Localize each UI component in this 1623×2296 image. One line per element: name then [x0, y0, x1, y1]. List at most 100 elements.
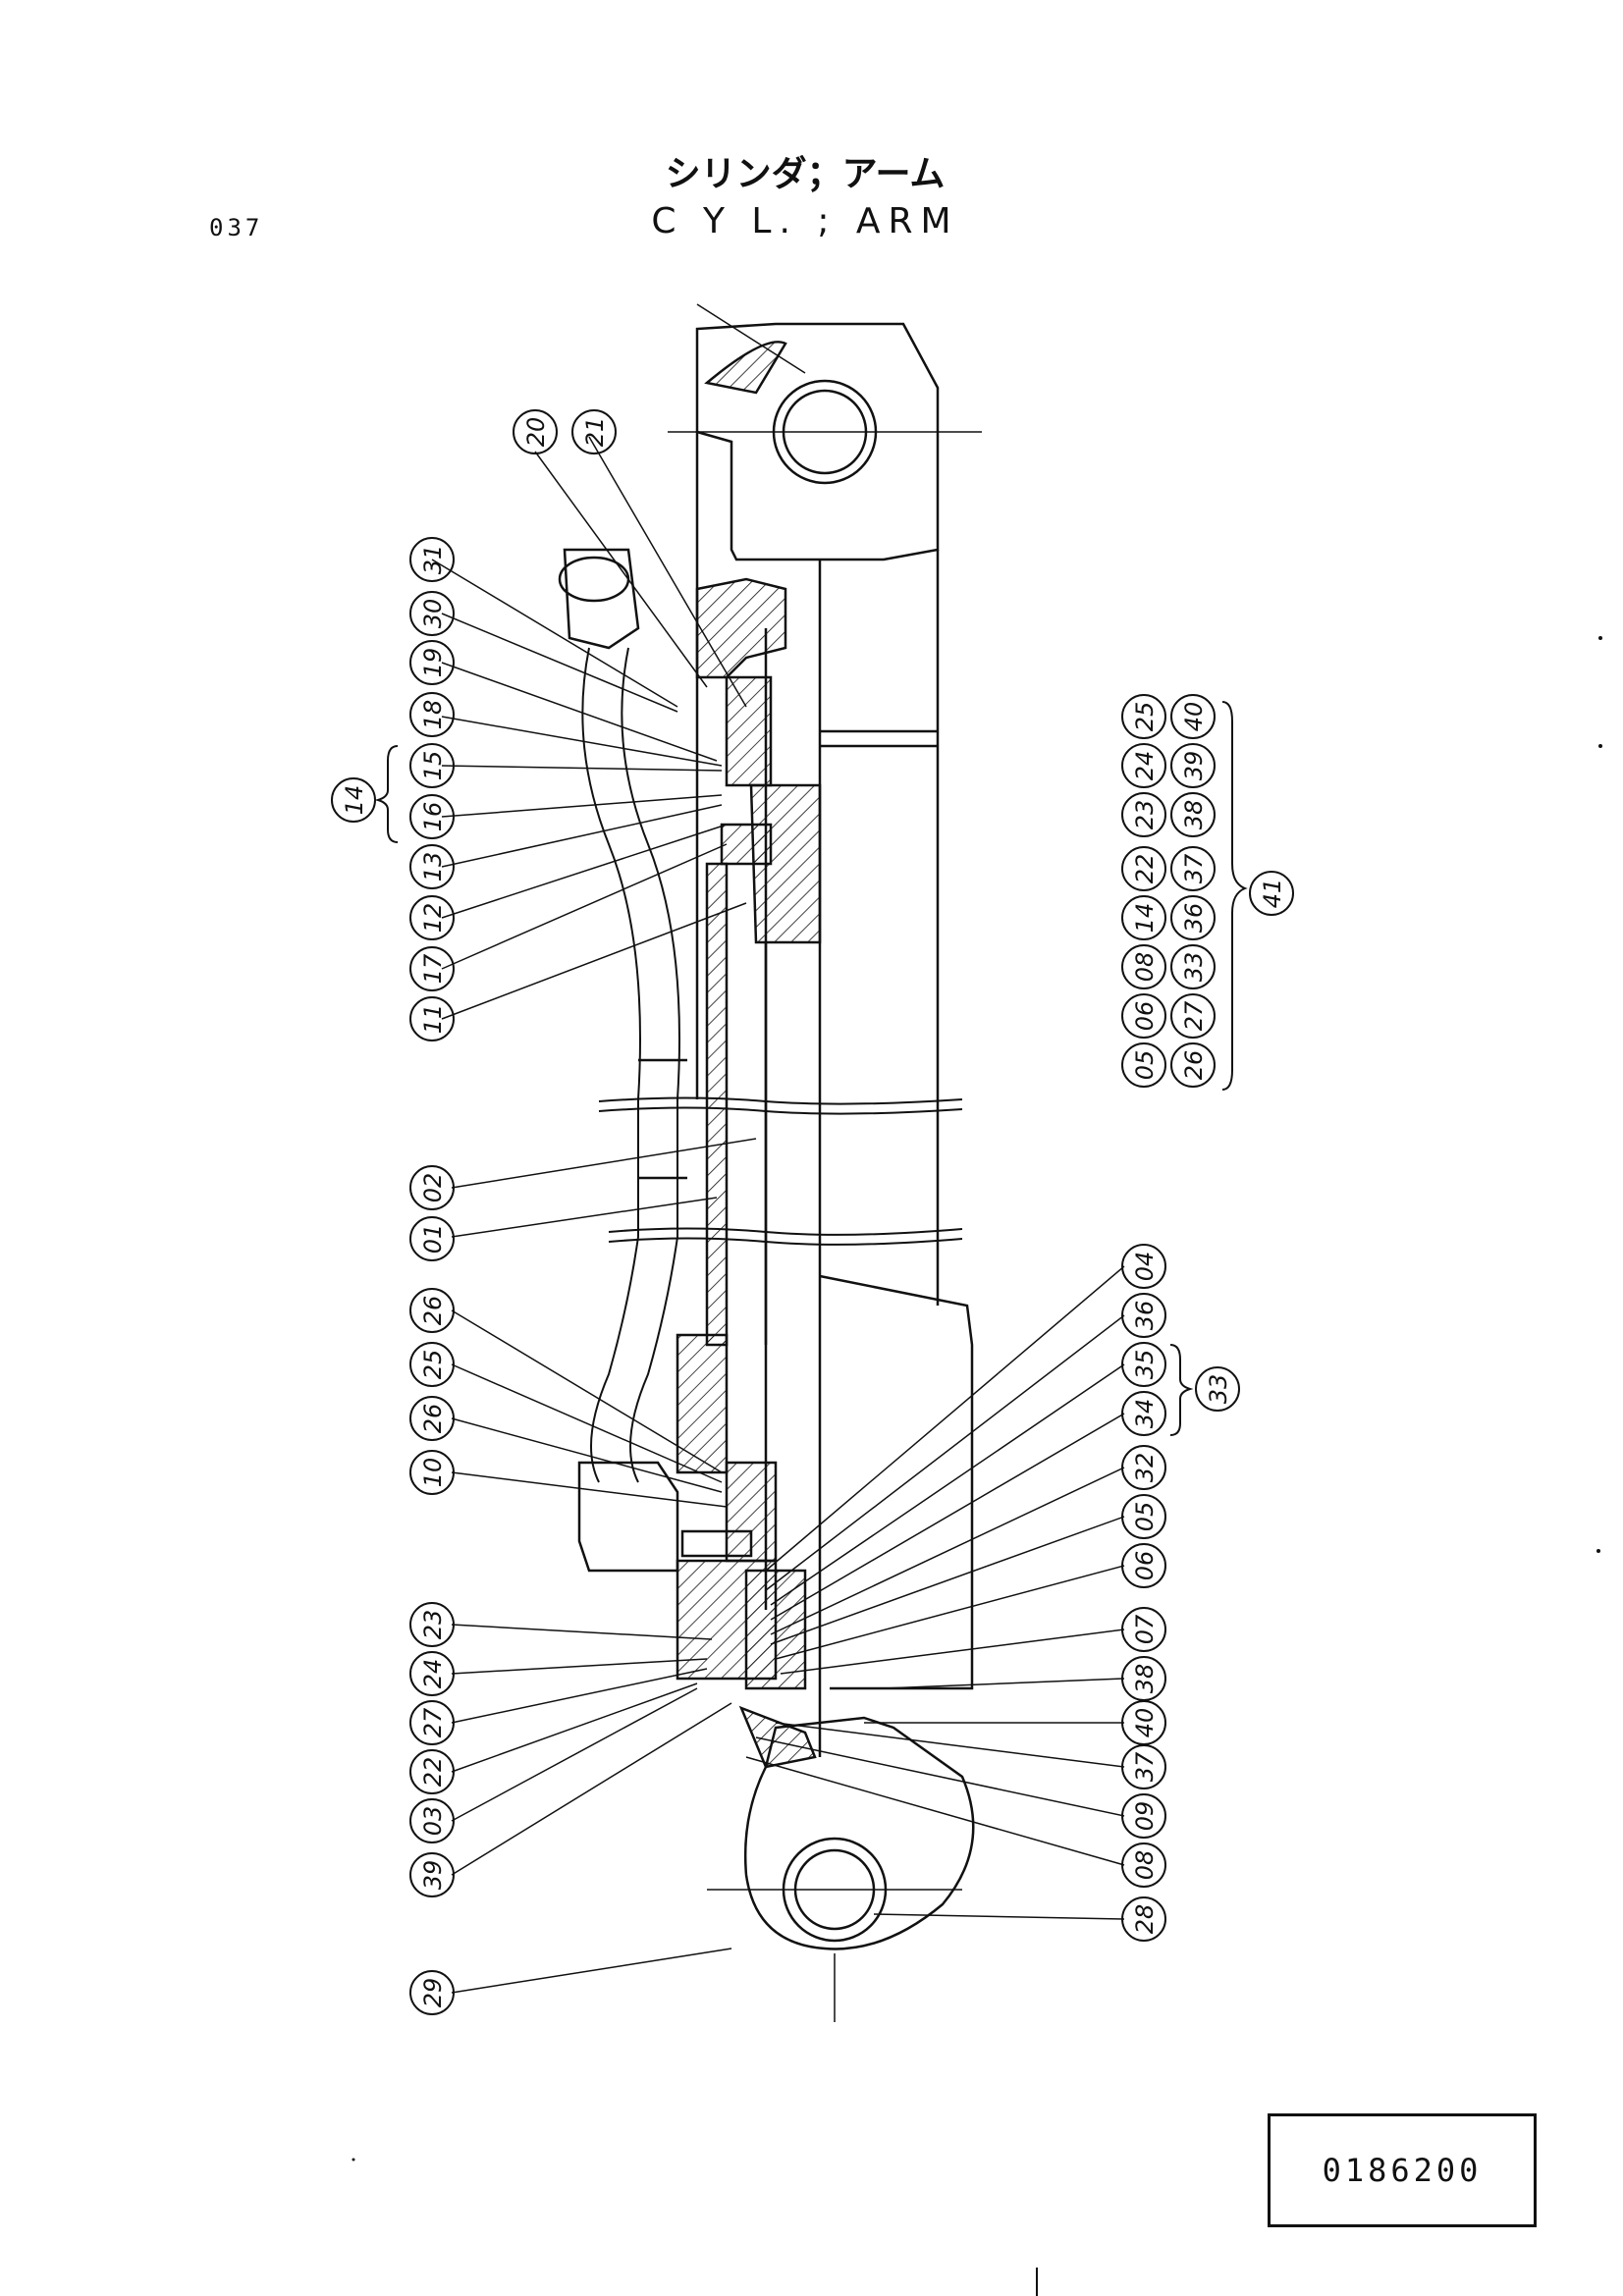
kit-callout-26: 26 [1170, 1042, 1216, 1088]
svg-text:38: 38 [1131, 1664, 1159, 1694]
svg-text:17: 17 [419, 953, 447, 984]
svg-text:30: 30 [419, 599, 447, 629]
svg-text:10: 10 [419, 1458, 447, 1488]
svg-text:12: 12 [419, 903, 447, 934]
svg-text:24: 24 [419, 1659, 447, 1689]
svg-text:27: 27 [419, 1707, 447, 1737]
svg-text:20: 20 [522, 417, 550, 448]
left-callout-15: 15 [409, 743, 455, 788]
kit-callout-06: 06 [1121, 993, 1166, 1039]
left-callout-20: 20 [513, 409, 558, 454]
right-callout-32: 32 [1121, 1445, 1166, 1490]
left-callout-13: 13 [409, 844, 455, 889]
svg-text:07: 07 [1131, 1614, 1159, 1644]
title-japanese: シリンダ；アーム [665, 154, 946, 194]
right-callout-28: 28 [1121, 1896, 1166, 1942]
svg-text:35: 35 [1131, 1350, 1159, 1380]
svg-text:40: 40 [1180, 702, 1208, 732]
leader-lines [431, 436, 757, 1994]
kit-callout-23: 23 [1121, 792, 1166, 837]
svg-text:01: 01 [419, 1224, 447, 1255]
kit-label: 41 [1259, 879, 1286, 909]
kit-callout-14: 14 [1121, 895, 1166, 940]
svg-text:06: 06 [1131, 1551, 1159, 1581]
left-callout-24: 24 [409, 1651, 455, 1696]
cylinder-body [558, 303, 982, 2022]
left-callout-23: 23 [409, 1602, 455, 1647]
right-callout-09: 09 [1121, 1793, 1166, 1839]
title-english: C Y L. ; ARM [651, 201, 959, 241]
left-callout-27: 27 [409, 1700, 455, 1745]
left-callout-18: 18 [409, 692, 455, 737]
svg-text:39: 39 [419, 1860, 447, 1891]
svg-text:16: 16 [419, 802, 447, 832]
svg-text:26: 26 [1180, 1050, 1208, 1081]
page-number: 037 [209, 214, 264, 241]
svg-text:23: 23 [419, 1610, 447, 1640]
left-callout-39: 39 [409, 1852, 455, 1897]
kit-callout-36: 36 [1170, 895, 1216, 940]
svg-text:05: 05 [1131, 1502, 1159, 1532]
svg-text:31: 31 [419, 545, 447, 575]
right-callout-08: 08 [1121, 1842, 1166, 1888]
group-33-brace: 33 [1169, 1344, 1240, 1436]
svg-text:36: 36 [1131, 1301, 1159, 1331]
kit-callout-22: 22 [1121, 846, 1166, 891]
svg-text:40: 40 [1131, 1708, 1159, 1738]
svg-text:19: 19 [419, 648, 447, 678]
group-14-brace: 14 [331, 745, 399, 843]
right-callout-36: 36 [1121, 1293, 1166, 1338]
group-33-label: 33 [1205, 1374, 1232, 1405]
svg-text:39: 39 [1180, 751, 1208, 781]
left-callout-22: 22 [409, 1749, 455, 1794]
svg-text:15: 15 [419, 751, 447, 781]
svg-text:36: 36 [1180, 903, 1208, 934]
svg-text:08: 08 [1131, 1850, 1159, 1881]
left-callout-26: 26 [409, 1288, 455, 1333]
svg-text:06: 06 [1131, 1001, 1159, 1032]
kit-callout-05: 05 [1121, 1042, 1166, 1088]
svg-text:23: 23 [1131, 800, 1159, 830]
svg-text:34: 34 [1131, 1399, 1159, 1429]
kit-callout-08: 08 [1121, 944, 1166, 989]
left-callout-31: 31 [409, 537, 455, 582]
left-callout-01: 01 [409, 1216, 455, 1261]
svg-text:11: 11 [419, 1004, 447, 1035]
right-callout-07: 07 [1121, 1607, 1166, 1652]
svg-text:38: 38 [1180, 800, 1208, 830]
svg-text:22: 22 [1131, 854, 1159, 884]
left-callouts: 20 21 31 30 19 18 15 16 13 12 17 11 02 01 26 25 26 10 23 24… [409, 409, 617, 2015]
svg-text:24: 24 [1131, 751, 1159, 781]
kit-callout-37: 37 [1170, 846, 1216, 891]
svg-text:32: 32 [1131, 1453, 1159, 1483]
left-callout-17: 17 [409, 946, 455, 991]
right-callout-35: 35 [1121, 1342, 1166, 1387]
left-callout-19: 19 [409, 640, 455, 685]
right-callout-37: 37 [1121, 1744, 1166, 1789]
svg-text:22: 22 [419, 1757, 447, 1788]
kit-callout-25: 25 [1121, 694, 1166, 739]
kit-callout-33: 33 [1170, 944, 1216, 989]
left-callout-29: 29 [409, 1970, 455, 2015]
svg-text:18: 18 [419, 700, 447, 730]
svg-text:08: 08 [1131, 952, 1159, 983]
svg-text:27: 27 [1180, 1000, 1208, 1031]
left-callout-25: 25 [409, 1342, 455, 1387]
svg-text:37: 37 [1180, 853, 1208, 883]
svg-text:25: 25 [419, 1350, 447, 1380]
left-callout-02: 02 [409, 1165, 455, 1210]
left-callout-16: 16 [409, 794, 455, 839]
svg-text:28: 28 [1131, 1904, 1159, 1935]
svg-text:21: 21 [581, 417, 609, 448]
left-callout-21: 21 [571, 409, 617, 454]
scan-specks [352, 636, 1602, 2296]
svg-text:26: 26 [419, 1296, 447, 1326]
kit-callout-24: 24 [1121, 743, 1166, 788]
kit-callout-27: 27 [1170, 993, 1216, 1039]
svg-text:33: 33 [1180, 952, 1208, 983]
right-callout-06: 06 [1121, 1543, 1166, 1588]
svg-text:29: 29 [419, 1978, 447, 2008]
svg-text:26: 26 [419, 1404, 447, 1434]
